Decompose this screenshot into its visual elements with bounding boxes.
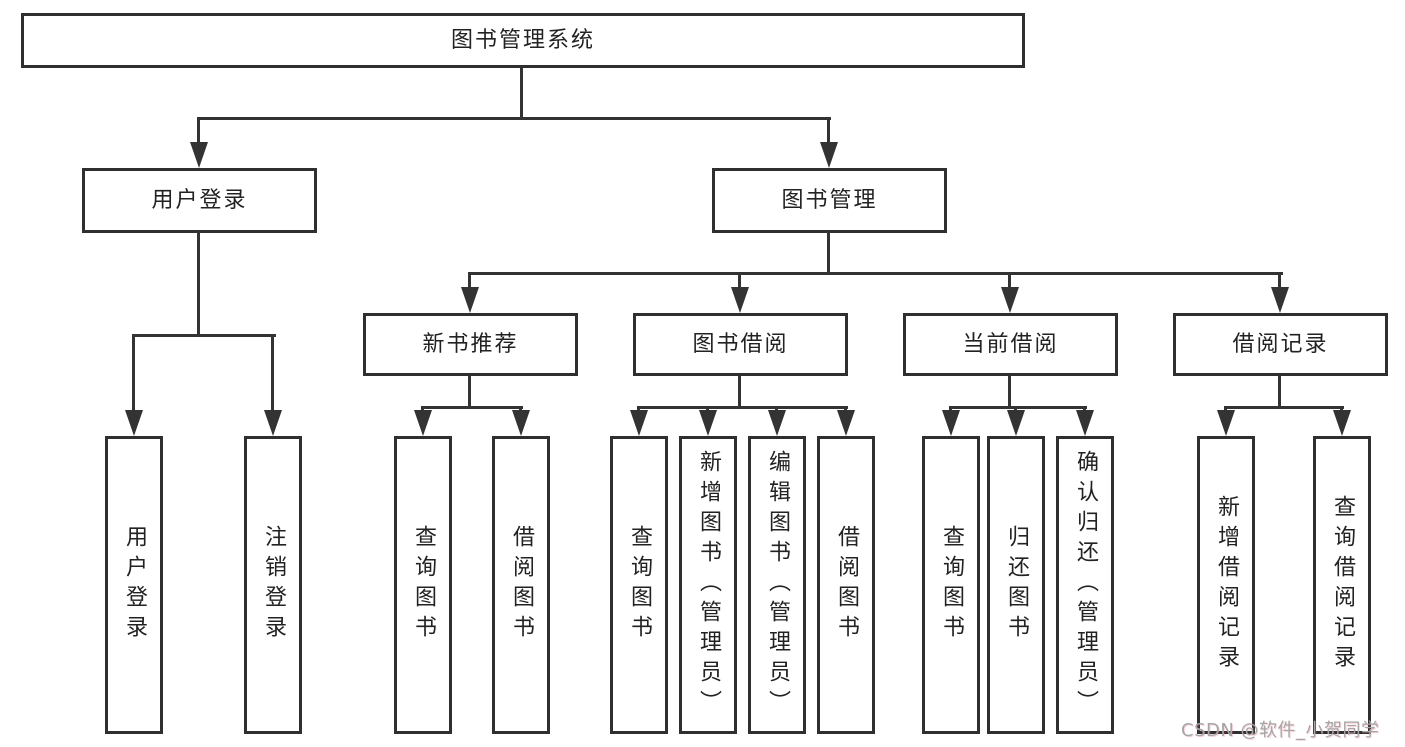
arrowhead-down-icon [1271,287,1289,313]
leaf-recommend-query-books: 查询图书 [394,436,452,734]
leaf-add-books-admin: 新增图书（管理员） [679,436,737,734]
connector-vline [197,232,200,336]
leaf-borrowing-query-books: 查询图书 [610,436,668,734]
leaf-current-query-books: 查询图书 [922,436,980,734]
leaf-return-books: 归还图书 [987,436,1045,734]
connector-vline [827,232,830,274]
leaf-borrowing-borrow-books: 借阅图书 [817,436,875,734]
leaf-confirm-return-admin: 确认归还（管理员） [1056,436,1114,734]
arrowhead-down-icon [820,142,838,168]
connector-hline [197,117,831,120]
arrowhead-down-icon [630,410,648,436]
connector-vline [738,376,741,408]
arrowhead-down-icon [1217,410,1235,436]
arrowhead-down-icon [461,287,479,313]
connector-vline [468,272,471,290]
arrowhead-down-icon [512,410,530,436]
leaf-recommend-borrow-books: 借阅图书 [492,436,550,734]
connector-hline [1224,406,1344,409]
connector-hline [468,272,1283,275]
connector-vline [738,272,741,290]
connector-vline [827,117,830,145]
connector-vline [132,334,135,414]
arrowhead-down-icon [1333,410,1351,436]
connector-vline [271,334,274,414]
arrowhead-down-icon [731,287,749,313]
arrowhead-down-icon [414,410,432,436]
arrowhead-down-icon [768,410,786,436]
node-user-login: 用户登录 [82,168,317,233]
arrowhead-down-icon [190,142,208,168]
node-borrowing-records: 借阅记录 [1173,313,1388,376]
node-root: 图书管理系统 [21,13,1025,68]
connector-vline [1278,272,1281,290]
connector-hline [949,406,1087,409]
arrowhead-down-icon [837,410,855,436]
csdn-watermark: CSDN @软件_小贺同学 [1181,720,1380,741]
arrowhead-down-icon [1007,410,1025,436]
arrowhead-down-icon [699,410,717,436]
connector-vline [468,376,471,408]
arrowhead-down-icon [1001,287,1019,313]
arrowhead-down-icon [125,410,143,436]
arrowhead-down-icon [264,410,282,436]
leaf-user-login: 用户登录 [105,436,163,734]
connector-hline [637,406,848,409]
connector-vline [1008,376,1011,408]
leaf-edit-books-admin: 编辑图书（管理员） [748,436,806,734]
connector-vline [520,68,523,118]
leaf-logout: 注销登录 [244,436,302,734]
connector-vline [1278,376,1281,408]
node-book-borrowing: 图书借阅 [633,313,848,376]
arrowhead-down-icon [942,410,960,436]
connector-vline [197,117,200,145]
arrowhead-down-icon [1076,410,1094,436]
node-current-borrowing: 当前借阅 [903,313,1118,376]
leaf-add-borrow-record: 新增借阅记录 [1197,436,1255,734]
node-new-book-recommend: 新书推荐 [363,313,578,376]
node-book-management: 图书管理 [712,168,947,233]
connector-hline [421,406,523,409]
connector-hline [132,334,276,337]
leaf-query-borrow-record: 查询借阅记录 [1313,436,1371,734]
connector-vline [1008,272,1011,290]
